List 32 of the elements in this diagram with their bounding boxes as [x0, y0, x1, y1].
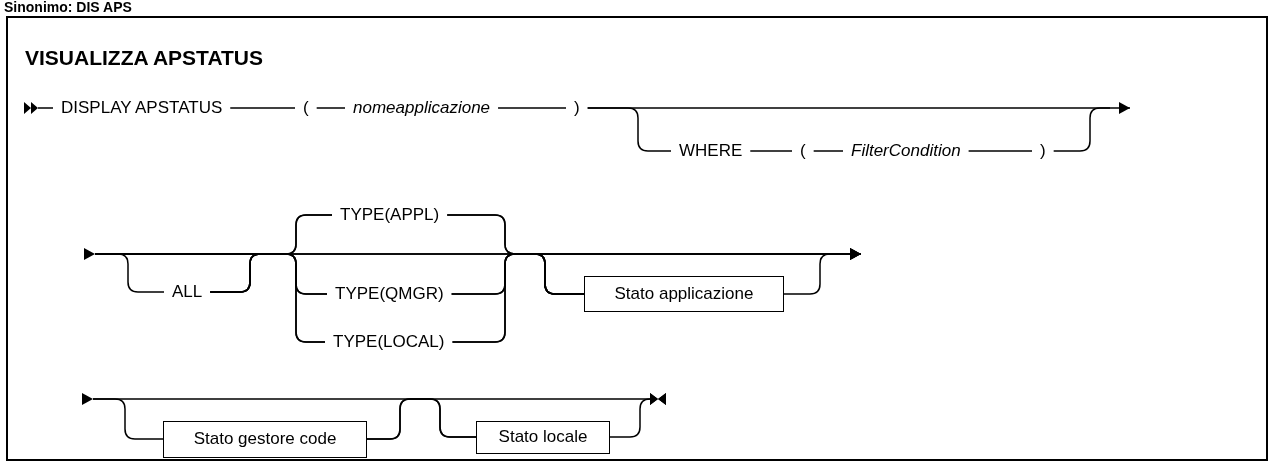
syntax-keyword: TYPE(QMGR): [327, 284, 452, 304]
syntax-variable: nomeapplicazione: [345, 98, 499, 118]
syntax-rail: [812, 150, 844, 152]
syntax-parenthesis: (: [295, 98, 317, 118]
syntax-rail: [497, 107, 567, 109]
syntax-keyword: TYPE(LOCAL): [325, 332, 453, 352]
syntax-keyword: WHERE: [671, 141, 751, 161]
syntax-rail: [967, 150, 1033, 152]
syntax-fragment-box: Stato gestore code: [163, 420, 367, 458]
diagram-title: VISUALIZZA APSTATUS: [25, 46, 263, 70]
syntax-start-mark: [84, 248, 95, 260]
syntax-rail: [1052, 107, 1111, 152]
synonym-note: Sinonimo: DIS APS: [4, 0, 132, 15]
syntax-rail: [229, 107, 296, 109]
syntax-parenthesis: ): [566, 98, 588, 118]
syntax-variable: FilterCondition: [843, 141, 969, 161]
syntax-fragment-box: Stato applicazione: [584, 276, 784, 312]
syntax-keyword: ALL: [164, 282, 211, 302]
syntax-rail: [451, 248, 862, 343]
syntax-parenthesis: ): [1032, 141, 1054, 161]
syntax-rail: [783, 253, 841, 295]
syntax-rail: [315, 107, 346, 109]
syntax-keyword: TYPE(APPL): [332, 205, 448, 225]
syntax-start-mark: [82, 393, 93, 405]
syntax-fragment-box: Stato locale: [476, 420, 610, 454]
syntax-rail: [586, 107, 672, 152]
syntax-start-mark: [24, 102, 38, 114]
syntax-keyword: DISPLAY APSTATUS: [53, 98, 231, 118]
syntax-rail: [749, 150, 793, 152]
syntax-parenthesis: (: [792, 141, 814, 161]
syntax-rail: [609, 392, 667, 438]
syntax-rail: [37, 107, 54, 109]
